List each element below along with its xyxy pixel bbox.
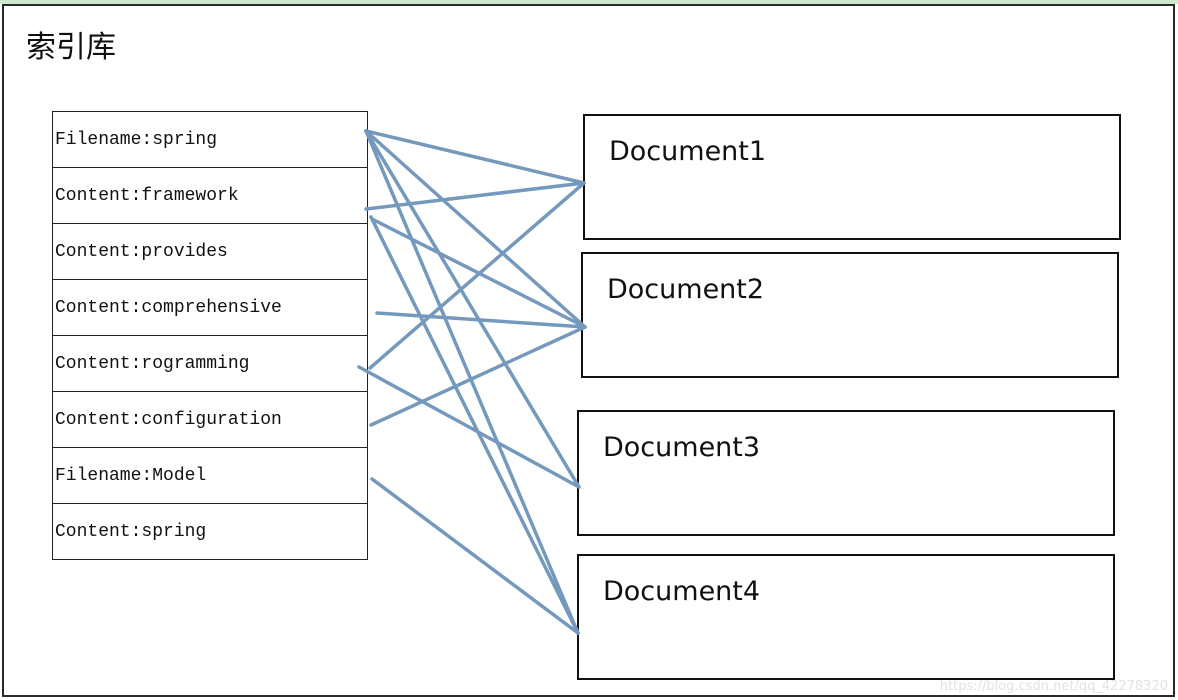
document-box-3: Document3 [577, 410, 1115, 536]
field-row: Filename:Model [53, 448, 367, 504]
document-label: Document2 [607, 274, 765, 305]
document-box-4: Document4 [577, 554, 1115, 680]
field-row: Content:configuration [53, 392, 367, 448]
field-row: Content:rogramming [53, 336, 367, 392]
document-label: Document3 [603, 432, 761, 463]
document-box-1: Document1 [583, 114, 1121, 240]
index-library-title: 索引库 [26, 30, 116, 65]
field-row: Content:provides [53, 224, 367, 280]
watermark: https://blog.csdn.net/qq_42278320 [939, 679, 1168, 694]
index-library-frame [2, 4, 1175, 697]
field-row: Content:comprehensive [53, 280, 367, 336]
top-strip [0, 0, 1178, 4]
document-label: Document4 [603, 576, 761, 607]
field-row: Filename:spring [53, 112, 367, 168]
field-table: Filename:spring Content:framework Conten… [52, 111, 368, 560]
document-label: Document1 [609, 136, 767, 167]
field-row: Content:spring [53, 504, 367, 560]
document-box-2: Document2 [581, 252, 1119, 378]
field-row: Content:framework [53, 168, 367, 224]
